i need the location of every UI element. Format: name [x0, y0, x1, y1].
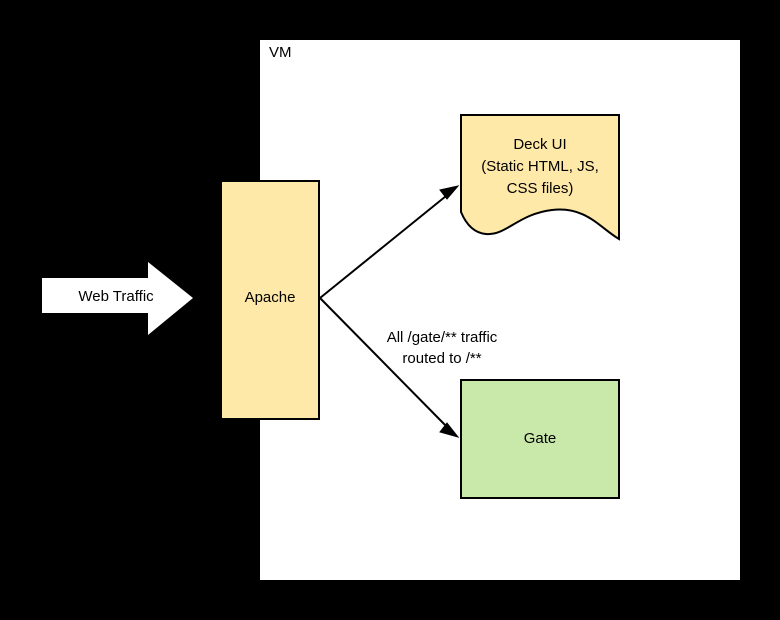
deck-ui-label-line2: (Static HTML, JS, [481, 158, 599, 175]
edge-apache-to-gate [319, 297, 460, 438]
deck-ui-document-shape [460, 114, 620, 241]
node-web-traffic[interactable]: Web Traffic [42, 262, 193, 335]
gate-rect [460, 379, 620, 499]
edge-apache-to-deck-ui [319, 185, 460, 299]
deck-ui-label-line1: Deck UI [513, 136, 566, 153]
gate-label: Gate [524, 430, 557, 447]
node-deck-ui[interactable]: Deck UI (Static HTML, JS, CSS files) [460, 114, 620, 241]
svg-text:routed to /**: routed to /** [402, 350, 481, 367]
edge-label-gate-route: All /gate/** traffic routed to /** [387, 329, 498, 367]
node-gate[interactable]: Gate [460, 379, 620, 499]
svg-text:All /gate/** traffic: All /gate/** traffic [387, 329, 498, 346]
web-traffic-label: Web Traffic [78, 288, 154, 305]
node-apache[interactable]: Apache [220, 180, 320, 420]
vm-boundary-label: VM [269, 44, 292, 61]
apache-label: Apache [245, 289, 296, 306]
deck-ui-label-line3: CSS files) [507, 180, 574, 197]
apache-rect [220, 180, 320, 420]
web-traffic-arrow-shape [42, 262, 193, 335]
